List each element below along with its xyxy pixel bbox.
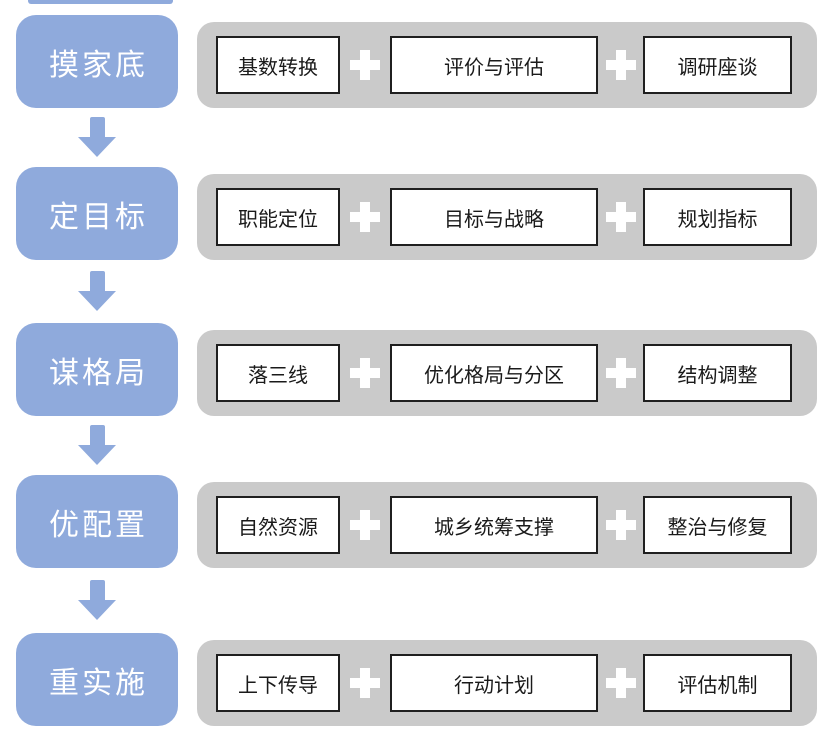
steps-bar: 上下传导行动计划评估机制 bbox=[197, 640, 817, 726]
step-box: 自然资源 bbox=[216, 496, 340, 554]
step-box: 基数转换 bbox=[216, 36, 340, 94]
plus-icon bbox=[598, 36, 643, 94]
stage-label: 定目标 bbox=[49, 200, 148, 234]
down-arrow-head bbox=[78, 600, 116, 620]
plus-icon-glyph bbox=[605, 510, 636, 540]
stage-row: 定目标 职能定位目标与战略规划指标 bbox=[0, 167, 837, 281]
plus-icon bbox=[598, 344, 643, 402]
plus-icon-glyph bbox=[605, 50, 636, 80]
plus-icon bbox=[340, 654, 390, 712]
down-arrow-stem bbox=[89, 117, 105, 137]
plus-icon bbox=[340, 36, 390, 94]
steps-bar: 基数转换评价与评估调研座谈 bbox=[197, 22, 817, 108]
down-arrow-head bbox=[78, 291, 116, 311]
plus-icon bbox=[598, 496, 643, 554]
step-box: 结构调整 bbox=[643, 344, 792, 402]
steps-bar: 自然资源城乡统筹支撑整治与修复 bbox=[197, 482, 817, 568]
plus-icon bbox=[598, 188, 643, 246]
plus-icon bbox=[598, 654, 643, 712]
step-box: 评价与评估 bbox=[390, 36, 598, 94]
down-arrow-head bbox=[78, 137, 116, 157]
step-box: 规划指标 bbox=[643, 188, 792, 246]
steps-bar: 职能定位目标与战略规划指标 bbox=[197, 174, 817, 260]
stage-label-box: 重实施 bbox=[16, 633, 178, 726]
stage-row: 重实施 上下传导行动计划评估机制 bbox=[0, 633, 837, 743]
plus-icon-glyph bbox=[350, 202, 380, 232]
stage-label: 优配置 bbox=[49, 508, 148, 542]
plus-icon-glyph bbox=[350, 358, 380, 388]
plus-icon-glyph bbox=[605, 668, 636, 698]
step-box: 行动计划 bbox=[390, 654, 598, 712]
down-arrow-stem bbox=[89, 425, 105, 445]
step-box: 落三线 bbox=[216, 344, 340, 402]
plus-icon-glyph bbox=[350, 50, 380, 80]
down-arrow-stem bbox=[89, 271, 105, 291]
plus-icon-glyph bbox=[605, 202, 636, 232]
step-box: 评估机制 bbox=[643, 654, 792, 712]
stage-label: 重实施 bbox=[49, 666, 148, 700]
cropped-shape-remnant bbox=[28, 0, 173, 4]
down-arrow-icon bbox=[78, 580, 116, 620]
step-box: 整治与修复 bbox=[643, 496, 792, 554]
down-arrow-icon bbox=[78, 271, 116, 311]
stage-label: 谋格局 bbox=[49, 356, 148, 390]
stage-label-box: 摸家底 bbox=[16, 15, 178, 108]
plus-icon-glyph bbox=[605, 358, 636, 388]
plus-icon-glyph bbox=[350, 510, 380, 540]
plus-icon bbox=[340, 188, 390, 246]
stage-label: 摸家底 bbox=[49, 48, 148, 82]
stage-row: 谋格局 落三线优化格局与分区结构调整 bbox=[0, 323, 837, 437]
step-box: 城乡统筹支撑 bbox=[390, 496, 598, 554]
stage-row: 优配置 自然资源城乡统筹支撑整治与修复 bbox=[0, 475, 837, 589]
plus-icon bbox=[340, 496, 390, 554]
step-box: 上下传导 bbox=[216, 654, 340, 712]
down-arrow-icon bbox=[78, 117, 116, 157]
down-arrow-head bbox=[78, 445, 116, 465]
step-box: 调研座谈 bbox=[643, 36, 792, 94]
stage-label-box: 优配置 bbox=[16, 475, 178, 568]
down-arrow-icon bbox=[78, 425, 116, 465]
down-arrow-stem bbox=[89, 580, 105, 600]
step-box: 职能定位 bbox=[216, 188, 340, 246]
steps-bar: 落三线优化格局与分区结构调整 bbox=[197, 330, 817, 416]
stage-row: 摸家底 基数转换评价与评估调研座谈 bbox=[0, 15, 837, 129]
step-box: 目标与战略 bbox=[390, 188, 598, 246]
stage-label-box: 定目标 bbox=[16, 167, 178, 260]
step-box: 优化格局与分区 bbox=[390, 344, 598, 402]
plus-icon-glyph bbox=[350, 668, 380, 698]
plus-icon bbox=[340, 344, 390, 402]
stage-label-box: 谋格局 bbox=[16, 323, 178, 416]
